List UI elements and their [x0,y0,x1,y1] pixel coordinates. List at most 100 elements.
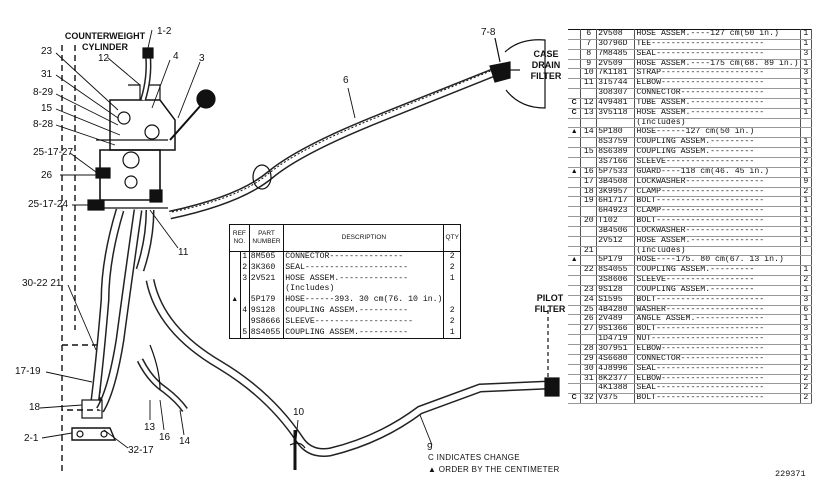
cell-description: (Includes) [634,246,801,257]
cell-ref-no: 10 [580,68,597,80]
cell-description: COUPLING ASSEM.--------- [634,265,801,277]
cell-mark [568,68,581,80]
cell-ref-no [239,316,250,328]
cell-ref-no [580,226,597,237]
callout-11: 11 [178,247,189,258]
cell-mark [230,252,241,263]
cell-part-number: 8S4055 [248,327,284,339]
cell-ref-no: 9 [580,59,597,70]
cell-mark: C [568,98,581,109]
cell-mark [568,354,581,365]
cell-ref-no: 30 [580,364,597,375]
cell-part-number [596,118,635,129]
counterweight-cylinder-label: COUNTERWEIGHT CYLINDER [64,31,146,52]
cell-ref-no: 26 [580,314,597,326]
cell-description: CONNECTOR----------------- [634,354,801,365]
cell-mark [568,88,581,99]
cell-description: COUPLING ASSEM.--------- [634,137,801,149]
cell-part-number: 3I5744 [596,78,635,90]
cell-part-number: 5P179 [596,255,635,267]
cell-part-number: T102 [596,216,635,227]
cell-part-number: 9S8666 [248,316,284,328]
cell-ref-no: 32 [580,393,597,405]
cell-qty [799,246,813,257]
cell-ref-no: 31 [580,374,597,385]
cell-qty: 2 [799,364,813,375]
cell-ref-no: 4 [239,305,250,317]
cell-ref-no: 2 [239,262,250,274]
cell-ref-no [580,236,597,247]
cell-qty: 2 [799,187,813,198]
cell-qty: 1 [799,344,813,355]
cell-qty: 1 [799,216,813,227]
cell-part-number: 4J8996 [596,364,635,375]
cell-mark [568,226,581,237]
cell-mark [568,177,581,188]
cell-qty: 2 [443,316,461,328]
cell-mark [568,285,581,296]
case-drain-filter-label: CASE DRAIN FILTER [530,49,562,81]
cell-description: SEAL---------------------- [634,383,801,395]
cell-description: HOSE ASSEM.--------------- [634,108,801,119]
cell-ref-no [239,295,250,306]
cell-mark [568,324,581,336]
cell-ref-no [580,137,597,149]
cell-ref-no: 20 [580,216,597,227]
cell-mark [230,328,241,339]
cell-part-number: 3O7951 [596,344,635,355]
cell-ref-no: 29 [580,354,597,365]
cell-qty: 2 [443,251,461,263]
header-description: DESCRIPTION [283,224,445,252]
cell-description: TEE----------------------- [634,39,801,50]
cell-qty: 1 [799,354,813,365]
cell-mark [568,29,581,40]
cell-description: HOSE ASSEM.----127 cm(50 in.) [634,29,801,40]
cell-qty: 1 [799,39,813,50]
cell-ref-no [580,88,597,99]
cell-part-number: 9S1366 [596,324,635,336]
cell-mark [568,206,581,218]
cell-part-number: 2V512 [596,236,635,247]
cell-part-number: 8K2377 [596,374,635,385]
cell-description: BOLT---------------------- [634,295,801,306]
cell-qty [799,255,813,267]
cell-mark [230,306,241,317]
cell-ref-no: 23 [580,285,597,296]
cell-mark [230,317,241,328]
cell-qty: 1 [799,196,813,208]
cell-ref-no: 14 [580,127,597,139]
cell-qty: 9 [799,177,813,188]
cell-description: ANGLE ASSEM.-------------- [634,314,801,326]
cell-qty: 1 [443,273,461,285]
callout-25-17-27: 25-17-27 [33,147,74,158]
cell-description: SLEEVE------------------ [634,275,801,286]
cell-qty [443,284,461,296]
cell-mark [568,147,581,158]
cell-ref-no: 19 [580,196,597,208]
cell-qty: 3 [799,295,813,306]
cell-qty: 1 [799,98,813,109]
callout-16: 16 [159,432,171,443]
cell-mark [568,187,581,198]
cell-description: SEAL---------------------- [634,49,801,60]
cell-mark [568,295,581,306]
cell-part-number: 3B4508 [596,177,635,188]
cell-mark [568,118,581,129]
